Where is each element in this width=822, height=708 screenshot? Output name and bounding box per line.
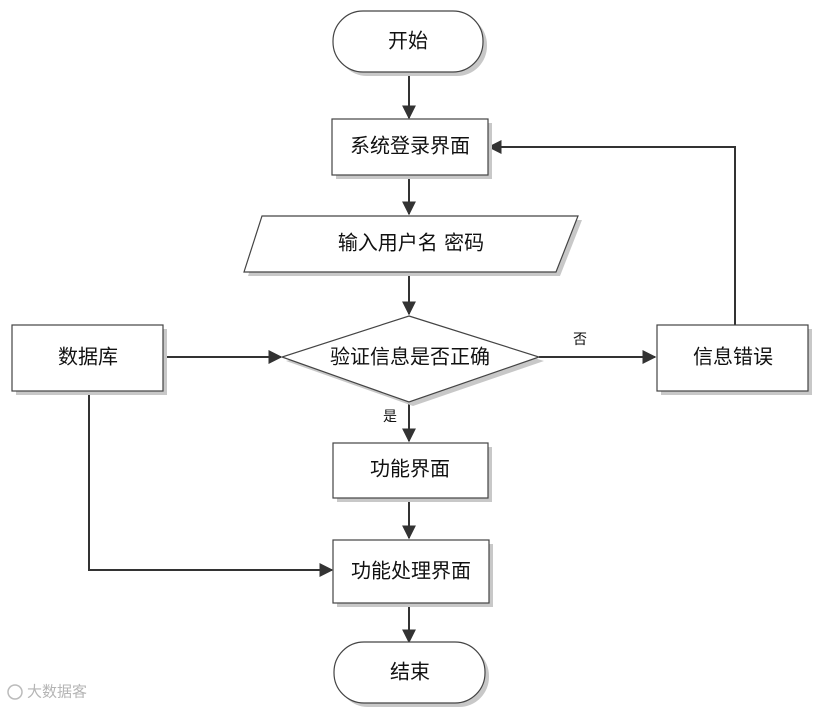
function-screen-node: 功能界面 (332, 442, 492, 502)
no-branch-label: 否 (573, 332, 587, 348)
processing-screen-label: 功能处理界面 (351, 559, 471, 583)
watermark: 大数据客 (7, 683, 87, 701)
processing-screen-node: 功能处理界面 (332, 539, 493, 607)
error-label: 信息错误 (693, 345, 773, 369)
error-node: 信息错误 (656, 324, 812, 395)
verify-decision-label: 验证信息是否正确 (330, 345, 490, 369)
database-label: 数据库 (58, 345, 118, 369)
verify-decision-node: 验证信息是否正确 (280, 315, 544, 406)
edge-database-to-process (88, 391, 334, 577)
credentials-input-label: 输入用户名 密码 (338, 231, 484, 255)
function-screen-label: 功能界面 (370, 457, 450, 481)
start-node: 开始 (332, 10, 487, 76)
login-screen-node: 系统登录界面 (331, 118, 492, 179)
end-node: 结束 (333, 641, 489, 707)
database-node: 数据库 (11, 324, 167, 395)
yes-branch-label: 是 (383, 409, 397, 425)
end-node-label: 结束 (390, 660, 430, 684)
credentials-input-node: 输入用户名 密码 (243, 215, 582, 276)
edges (88, 74, 736, 644)
login-screen-label: 系统登录界面 (350, 134, 470, 158)
watermark-logo-icon (7, 684, 23, 700)
start-node-label: 开始 (388, 29, 428, 53)
watermark-label: 大数据客 (27, 683, 87, 701)
edge-error-to-login (487, 140, 736, 326)
